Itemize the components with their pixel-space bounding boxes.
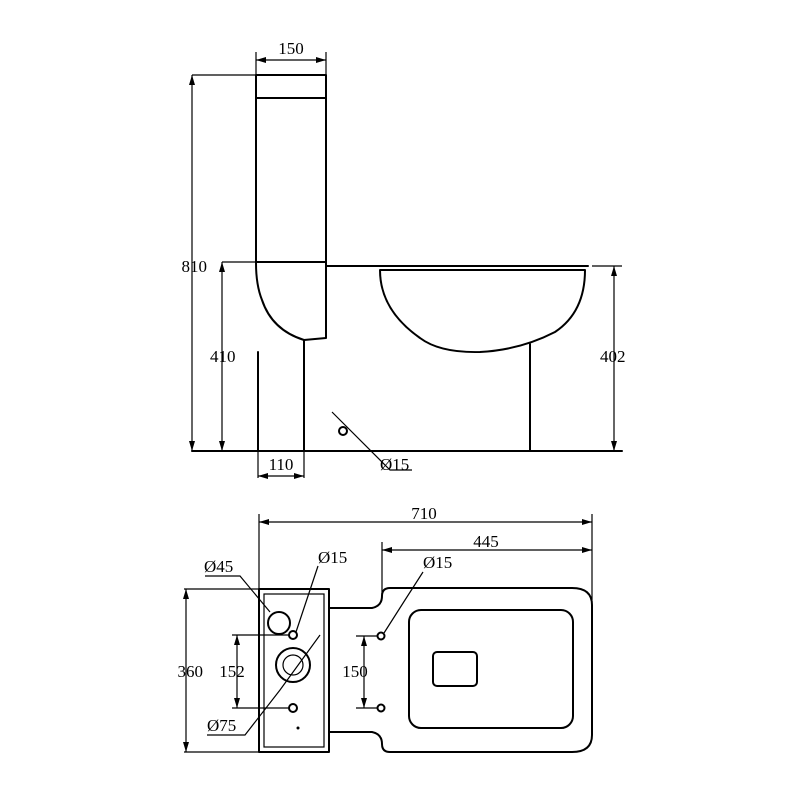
- leader-tank-inlet: Ø15: [295, 548, 347, 633]
- side-elevation: 150 810 410 402: [182, 39, 626, 479]
- flush-valve-hole: [267, 611, 291, 635]
- pan-fixing-hole-top: [376, 631, 386, 641]
- dim-overall-length: 710: [258, 504, 593, 600]
- outlet-hole-inner: [282, 654, 304, 676]
- overall-height-label: 810: [182, 257, 208, 276]
- drain-outline: [432, 651, 478, 687]
- tank-fixing-hole: [288, 703, 298, 713]
- seat-outline: [408, 609, 574, 729]
- leader-pan-fixing: Ø15: [383, 553, 452, 634]
- dim-tank-width: 150: [255, 39, 327, 75]
- dim-pan-length: 445: [381, 532, 592, 596]
- leader-outlet: Ø75: [207, 634, 321, 736]
- dim-outlet-offset: 110: [257, 451, 305, 479]
- inlet-marker: [331, 411, 412, 471]
- dim-tank-depth: 360: [178, 588, 259, 753]
- bowl-interior: [379, 269, 586, 354]
- outlet-diameter-label: Ø75: [207, 716, 236, 735]
- tank-depth-label: 360: [178, 662, 204, 681]
- dim-pan-depth: 402: [592, 265, 626, 451]
- tank-width-label: 150: [278, 39, 304, 58]
- pan-fixing-hole-bottom: [376, 703, 386, 713]
- fixing-diameter-label: Ø15: [423, 553, 452, 572]
- tank-hole-spacing-label: 152: [219, 662, 245, 681]
- dim-pan-height: 410: [210, 261, 256, 451]
- tank-inlet-hole: [288, 630, 298, 640]
- cistern-plan-inner: [263, 593, 325, 748]
- plan-view: 710 445 360 152: [178, 504, 593, 753]
- fixing-spacing-label: 150: [342, 662, 368, 681]
- cistern-outline: [255, 74, 327, 341]
- tank-inlet-diameter-label: Ø15: [318, 548, 347, 567]
- pan-length-label: 445: [473, 532, 499, 551]
- leader-flush-valve: Ø45: [204, 557, 271, 613]
- dim-overall-height: 810: [182, 74, 256, 451]
- overall-length-label: 710: [411, 504, 437, 523]
- outlet-offset-label: 110: [269, 455, 294, 474]
- cistern-plan-outer: [258, 588, 330, 753]
- dim-tank-hole-spacing: 152: [219, 634, 289, 709]
- flush-valve-diameter-label: Ø45: [204, 557, 233, 576]
- pan-height-label: 410: [210, 347, 236, 366]
- pan-depth-label: 402: [600, 347, 626, 366]
- inlet-diameter-label: Ø15: [380, 455, 409, 474]
- pan-plan-outline: [328, 587, 593, 753]
- outlet-hole: [275, 647, 311, 683]
- dim-fixing-spacing: 150: [342, 635, 377, 709]
